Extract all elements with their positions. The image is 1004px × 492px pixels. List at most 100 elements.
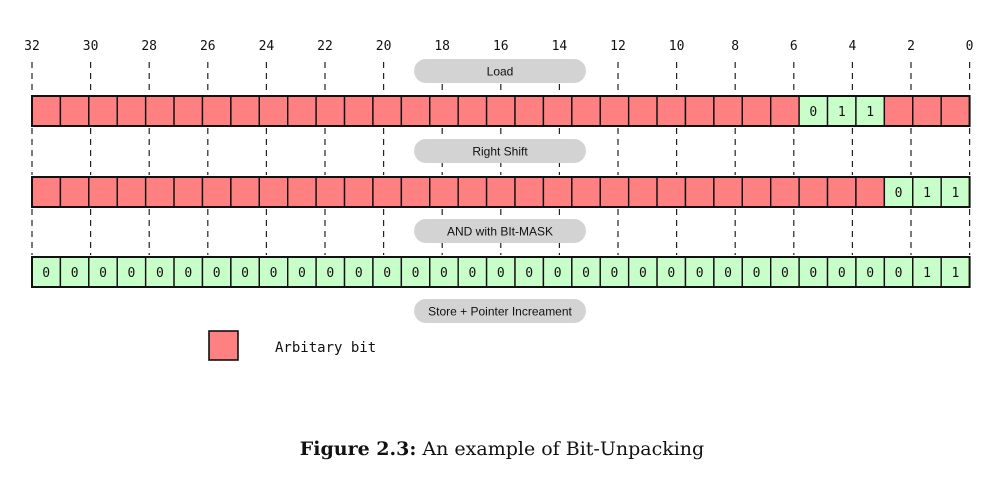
axis-tick-label: 32 — [24, 39, 40, 54]
arbitrary-bit-cell — [485, 176, 516, 208]
arbitrary-bit-cell — [457, 95, 488, 127]
bit-value-label: 0 — [42, 266, 50, 281]
known-bit-cell — [912, 256, 942, 288]
arbitrary-bit-cell — [514, 176, 545, 208]
arbitrary-bit-cell — [230, 176, 260, 208]
arbitrary-bit-cell — [258, 176, 289, 208]
register-border — [31, 256, 971, 288]
bit-value-label: 0 — [71, 266, 79, 281]
axis-tick-label: 14 — [552, 39, 568, 54]
arbitrary-bit-cell — [343, 95, 374, 127]
axis-tick-label: 20 — [376, 39, 392, 54]
arbitrary-bit-cell — [429, 176, 459, 208]
arbitrary-bit-cell — [713, 176, 744, 208]
operation-pill — [414, 299, 586, 323]
axis-tick-label: 26 — [200, 39, 216, 54]
arbitrary-bit-cell — [258, 95, 289, 127]
arbitrary-bit-cell — [31, 95, 62, 127]
arbitrary-bit-cell — [571, 176, 601, 208]
bit-value-label: 0 — [611, 266, 619, 281]
arbitrary-bit-cell — [855, 176, 886, 208]
bit-value-label: 0 — [696, 266, 704, 281]
axis-tick-label: 16 — [493, 39, 509, 54]
arbitrary-bit-cell — [372, 95, 403, 127]
arbitrary-bit-cell — [542, 176, 573, 208]
arbitrary-bit-cell — [627, 176, 658, 208]
arbitrary-bit-cell — [741, 176, 772, 208]
arbitrary-bit-cell — [230, 95, 260, 127]
arbitrary-bit-cell — [201, 176, 232, 208]
arbitrary-bit-cell — [912, 95, 942, 127]
axis-tick-label: 24 — [259, 39, 275, 54]
axis-tick-label: 12 — [610, 39, 626, 54]
known-bit-cell — [88, 256, 118, 288]
bit-value-label: 0 — [554, 266, 562, 281]
bit-value-label: 0 — [582, 266, 590, 281]
arbitrary-bit-cell — [741, 95, 772, 127]
bit-value-label: 0 — [128, 266, 136, 281]
arbitrary-bit-cell — [59, 176, 90, 208]
bit-value-label: 0 — [639, 266, 647, 281]
known-bit-cell — [542, 256, 573, 288]
arbitrary-bit-cell — [656, 95, 687, 127]
bit-value-label: 0 — [809, 266, 817, 281]
axis-tick-label: 22 — [317, 39, 333, 54]
axis-tick-label: 18 — [434, 39, 450, 54]
arbitrary-bit-cell — [599, 95, 630, 127]
bit-value-label: 0 — [440, 266, 448, 281]
arbitrary-bit-cell — [826, 176, 857, 208]
axis-tick-label: 2 — [907, 39, 915, 54]
arbitrary-bit-cell — [315, 95, 346, 127]
bit-value-label: 0 — [809, 105, 817, 120]
bit-value-label: 0 — [724, 266, 732, 281]
operation-pill — [414, 139, 586, 163]
arbitrary-bit-cell — [770, 176, 800, 208]
bit-value-label: 0 — [326, 266, 334, 281]
arbitrary-bit-cell — [429, 95, 459, 127]
bit-value-label: 0 — [525, 266, 533, 281]
register-row: 0 1 1 — [31, 95, 971, 127]
known-bit-cell — [684, 256, 715, 288]
arbitrary-bit-cell — [599, 176, 630, 208]
bit-value-label: 0 — [895, 186, 903, 201]
operation-step: Right Shift — [414, 139, 586, 163]
bit-value-label: 0 — [412, 266, 420, 281]
arbitrary-bit-cell — [88, 176, 118, 208]
bit-value-label: 0 — [866, 266, 874, 281]
arbitrary-bit-cell — [173, 176, 204, 208]
arbitrary-bit-cell — [514, 95, 545, 127]
operation-label: AND with BIt-MASK — [447, 225, 553, 239]
arbitrary-bit-cell — [940, 95, 971, 127]
arbitrary-bit-cell — [400, 95, 431, 127]
bit-value-label: 1 — [951, 186, 959, 201]
bit-value-label: 1 — [838, 105, 846, 120]
bit-value-label: 0 — [383, 266, 391, 281]
operation-label: Right Shift — [472, 145, 528, 159]
arbitrary-bit-cell — [144, 95, 175, 127]
known-bit-cell — [485, 256, 516, 288]
bit-value-label: 0 — [497, 266, 505, 281]
known-bit-cell — [770, 256, 800, 288]
axis-tick-label: 0 — [966, 39, 974, 54]
arbitrary-bit-cell — [770, 95, 800, 127]
arbitrary-bit-cell — [116, 176, 147, 208]
arbitrary-bit-cell — [343, 176, 374, 208]
bit-value-label: 0 — [298, 266, 306, 281]
bit-value-label: 1 — [866, 105, 874, 120]
axis-tick-label: 10 — [669, 39, 685, 54]
arbitrary-bit-cell — [144, 176, 175, 208]
arbitrary-bit-cell — [684, 176, 715, 208]
operation-pill — [414, 59, 586, 83]
bit-value-label: 0 — [156, 266, 164, 281]
legend-swatch — [208, 330, 239, 361]
arbitrary-bit-cell — [485, 95, 516, 127]
known-bit-cell — [343, 256, 374, 288]
operation-step: AND with BIt-MASK — [414, 219, 586, 243]
bit-value-label: 0 — [270, 266, 278, 281]
known-bit-cell — [287, 256, 317, 288]
arbitrary-bit-cell — [88, 95, 118, 127]
